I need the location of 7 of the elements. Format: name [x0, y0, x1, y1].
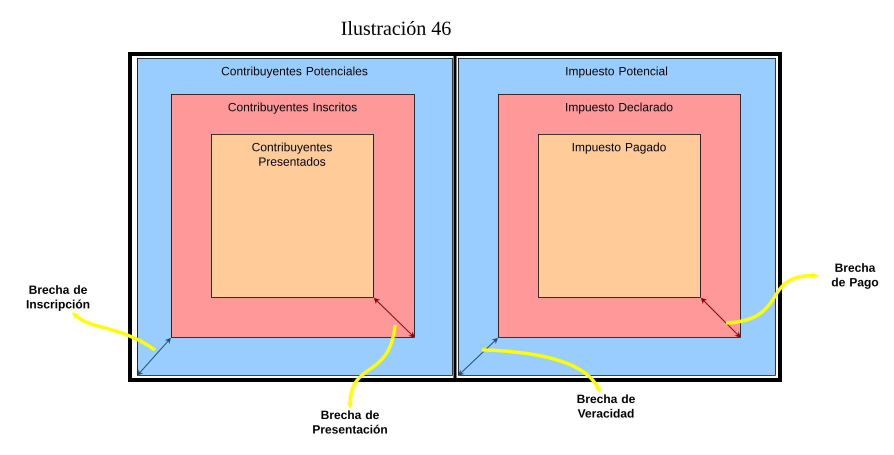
box: Impuesto Pagado — [538, 134, 701, 298]
gap-label: Brecha de Veracidad — [577, 394, 635, 418]
box: Contribuyentes Presentados — [211, 134, 374, 298]
gap-label: Brecha de Inscripción — [26, 285, 90, 311]
gap-label: Brecha de Pago — [832, 263, 878, 289]
gap-label: Brecha de Presentación — [313, 410, 387, 434]
title: Ilustración 46 — [341, 20, 451, 36]
